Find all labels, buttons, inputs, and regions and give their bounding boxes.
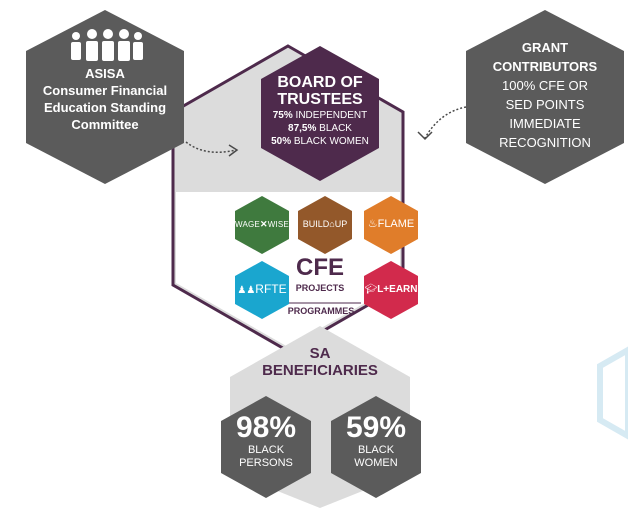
grant-line-1: GRANT <box>521 40 569 55</box>
grant-line-2: CONTRIBUTORS <box>492 59 598 74</box>
stat-hexagon-persons <box>221 396 311 498</box>
people-group-icon <box>71 29 143 61</box>
rfte-logo: ♟♟RFTE <box>233 282 291 298</box>
asisa-label: ASISA Consumer Financial Education Stand… <box>30 65 180 133</box>
arrow-head-right <box>417 131 433 141</box>
learn-hexagon <box>364 261 418 319</box>
flame-logo: ♨FLAME <box>362 217 420 231</box>
dotted-arrow-icon <box>424 106 467 139</box>
grant-line-6: RECOGNITION <box>499 135 591 150</box>
rfte-hexagon <box>235 261 289 319</box>
stat-persons-line-2: PERSONS <box>239 457 293 469</box>
cfe-line-2: PROGRAMMES <box>287 306 355 316</box>
wagewise-text-a: WAGE <box>235 220 260 229</box>
board-title-1: BOARD OF <box>277 74 363 91</box>
asisa-line-2: Consumer Financial <box>42 83 168 98</box>
flame-icon: ♨ <box>367 218 378 230</box>
cfe-line-1: PROJECTS <box>295 283 345 293</box>
asisa-line-3: Education Standing <box>43 100 167 115</box>
grant-line-4: SED POINTS <box>505 97 585 112</box>
board-stat-3: 50% BLACK WOMEN <box>262 135 378 148</box>
asisa-line-1: ASISA <box>85 66 125 81</box>
stat-women-pct: 59% <box>345 411 407 444</box>
stat-persons-line-1: BLACK <box>247 444 285 456</box>
board-stat-1-label: INDEPENDENT <box>295 110 368 121</box>
buildup-text-a: BUILD <box>302 219 330 229</box>
beneficiaries-line-1: SA <box>309 345 331 362</box>
cfe-title: CFE <box>296 254 344 281</box>
cfe-label: CFE PROJECTS <box>280 255 360 295</box>
board-title-2: TRUSTEES <box>277 91 363 108</box>
family-icon: ♟♟ <box>237 285 256 296</box>
grant-line-5: IMMEDIATE <box>509 116 581 131</box>
stat-hexagon-women <box>331 396 421 498</box>
wagewise-logo: WAGE✕WISE <box>235 219 289 229</box>
board-label: BOARD OF TRUSTEES 75% INDEPENDENT 87,5% … <box>262 74 378 148</box>
asisa-hexagon <box>26 10 184 184</box>
asisa-line-4: Committee <box>71 117 139 132</box>
stat-persons-pct: 98% <box>235 411 297 444</box>
buildup-text-b: UP <box>334 219 348 229</box>
board-stat-2-pct: 87,5% <box>288 123 317 134</box>
buildup-hexagon <box>298 196 352 254</box>
flame-hexagon <box>364 196 418 254</box>
dotted-arrow-icon <box>185 141 237 153</box>
grant-label: GRANT CONTRIBUTORS 100% CFE OR SED POINT… <box>470 38 620 152</box>
buildup-logo: BUILD⌂UP <box>298 218 352 230</box>
learn-logo: 🎓︎L+EARN <box>362 283 420 296</box>
board-stat-1-pct: 75% <box>272 110 293 121</box>
rfte-text: RFTE <box>255 282 287 296</box>
board-hexagon <box>261 46 379 181</box>
cfe-programmes: PROGRAMMES <box>280 305 362 317</box>
stat-women: 59% BLACK WOMEN <box>331 412 421 470</box>
grant-hexagon <box>466 10 624 184</box>
board-stat-2-label: BLACK <box>319 123 352 134</box>
house-logo-icon: ⌂ <box>329 219 335 229</box>
arrow-head-left <box>228 144 239 157</box>
grant-line-3: 100% CFE OR <box>502 78 588 93</box>
beneficiaries-label: SA BENEFICIARIES <box>245 345 395 379</box>
decorative-hexagon-outline <box>597 346 628 440</box>
board-stat-1: 75% INDEPENDENT <box>262 109 378 122</box>
wagewise-text-b: WISE <box>267 220 289 229</box>
flame-text: FLAME <box>377 218 415 230</box>
board-stat-3-label: BLACK WOMEN <box>293 136 369 147</box>
stat-women-line-1: BLACK <box>357 444 395 456</box>
board-stat-3-pct: 50% <box>271 136 292 147</box>
graduation-cap-icon: 🎓︎ <box>364 284 378 295</box>
wagewise-hexagon <box>235 196 289 254</box>
board-stat-2: 87,5% BLACK <box>262 122 378 135</box>
stat-persons: 98% BLACK PERSONS <box>221 412 311 470</box>
beneficiaries-line-2: BENEFICIARIES <box>262 362 378 379</box>
stat-women-line-2: WOMEN <box>354 457 398 469</box>
learn-text: L+EARN <box>377 284 418 295</box>
